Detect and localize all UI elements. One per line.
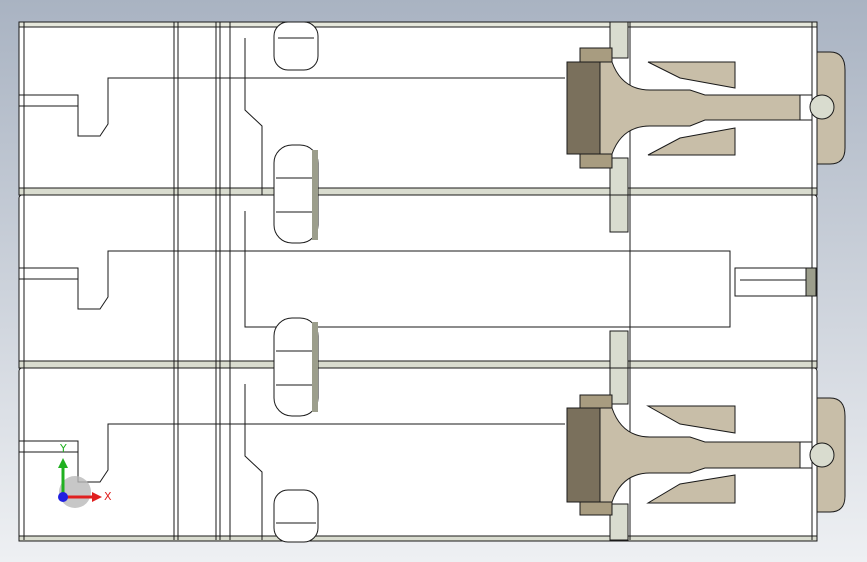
part-body[interactable] bbox=[18, 21, 818, 542]
x-axis-label: X bbox=[104, 490, 112, 503]
slot-4 bbox=[273, 489, 319, 543]
rail-3 bbox=[18, 535, 818, 542]
coordinate-triad: Y X bbox=[58, 442, 112, 508]
rail-2 bbox=[18, 360, 818, 369]
x-arrow-head bbox=[92, 492, 102, 502]
y-axis-label: Y bbox=[59, 442, 67, 455]
mechanism-top[interactable] bbox=[566, 47, 846, 169]
left-step-profiles bbox=[19, 38, 731, 540]
slots bbox=[273, 21, 319, 543]
slot-2 bbox=[273, 144, 319, 244]
mechanism-middle[interactable] bbox=[734, 267, 817, 297]
mechanism-bottom[interactable] bbox=[566, 394, 846, 516]
rail-0 bbox=[18, 21, 818, 28]
rail-1 bbox=[18, 187, 818, 196]
right-notches bbox=[609, 21, 629, 541]
y-arrow-head bbox=[58, 458, 68, 468]
z-axis-dot bbox=[58, 492, 68, 502]
slot-1 bbox=[273, 21, 319, 71]
slot-3 bbox=[273, 317, 319, 417]
body-section-middle bbox=[18, 194, 818, 366]
